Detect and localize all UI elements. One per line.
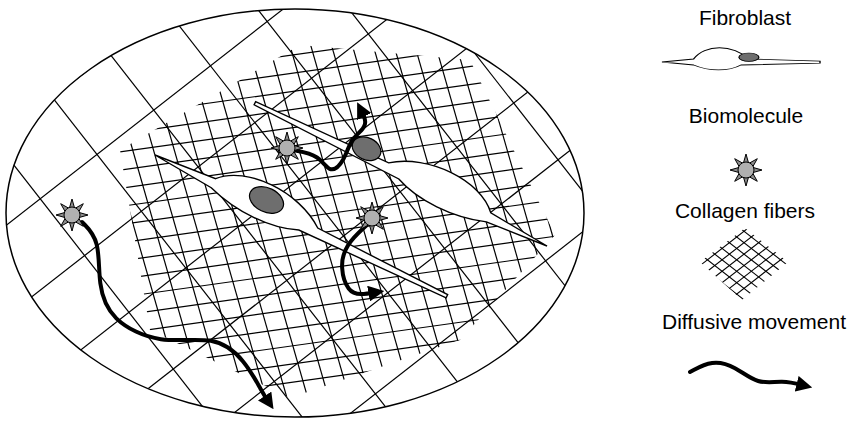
biomolecule-spikes	[56, 199, 88, 231]
collagen-fiber	[674, 222, 800, 321]
legend-label: Biomolecule	[689, 104, 803, 127]
biomolecule	[56, 199, 88, 231]
collagen-fiber	[0, 281, 753, 392]
collagen-fiber	[0, 192, 740, 303]
collagen-dense	[0, 0, 770, 425]
biomolecule	[730, 154, 762, 186]
biomolecule-core	[364, 210, 380, 226]
collagen-fiber	[652, 251, 778, 350]
biomolecule-spikes	[271, 132, 303, 164]
collagen-fiber	[0, 0, 707, 72]
fibroblast-body	[249, 82, 557, 258]
collagen-fiber	[0, 0, 700, 18]
tissue-outline	[6, 9, 584, 417]
collagen-fiber	[0, 228, 745, 339]
collagen-fiber	[0, 0, 404, 425]
biomolecule	[356, 202, 388, 234]
collagen-fiber	[0, 0, 200, 425]
collagen-fiber	[0, 121, 730, 232]
collagen-fiber	[280, 0, 850, 425]
biomolecule-core	[64, 207, 80, 223]
collagen-fiber	[0, 174, 737, 285]
collagen-fiber	[0, 0, 181, 425]
collagen-fiber	[0, 0, 575, 425]
collagen-fiber	[0, 406, 770, 425]
collagen-fiber	[0, 263, 750, 374]
biomolecule-core	[279, 140, 295, 156]
collagen-fiber	[0, 0, 220, 425]
collagen-fiber	[0, 0, 705, 54]
collagen-fiber	[0, 0, 688, 425]
diffusion-arrow	[690, 363, 806, 386]
collagen-fiber	[0, 14, 715, 125]
fibroblast-body	[149, 134, 457, 308]
collagen-fiber	[682, 215, 808, 314]
legend-label: Collagen fibers	[675, 199, 815, 222]
fibroblast-body	[662, 48, 820, 70]
collagen-fiber	[0, 0, 162, 425]
collagen-fiber	[0, 85, 725, 196]
collagen-fiber	[110, 0, 850, 425]
collagen-fiber	[0, 0, 702, 36]
collagen-fiber	[37, 0, 258, 425]
collagen-fiber	[337, 0, 850, 395]
collagen-fiber	[0, 32, 717, 143]
diffusion-arrow	[342, 224, 378, 294]
collagen-fiber	[18, 0, 239, 425]
collagen-fiber	[0, 0, 655, 398]
nucleus	[245, 181, 288, 218]
legend-label: Fibroblast	[699, 6, 791, 29]
collagen-fiber	[0, 67, 722, 178]
collagen-fiber	[0, 0, 745, 425]
collagen-fiber	[0, 103, 727, 214]
diffusion-arrow	[292, 108, 365, 169]
collagen-fiber	[403, 0, 624, 425]
biomolecule-spikes	[356, 202, 388, 234]
biomolecule-core	[738, 162, 754, 178]
biomolecule-spikes	[730, 154, 762, 186]
collagen-fiber	[0, 370, 765, 425]
fibroblast	[149, 134, 457, 308]
fibroblast	[249, 82, 557, 258]
collagen-fiber	[0, 0, 461, 425]
collagen-icon	[638, 159, 850, 364]
collagen-fiber	[0, 0, 712, 107]
legend-label: Diffusive movement	[662, 310, 846, 333]
collagen-fiber	[646, 258, 772, 357]
diffusion-arrow	[82, 222, 270, 404]
collagen-fiber	[0, 156, 735, 267]
nucleus	[739, 53, 759, 61]
collagen-fiber	[715, 258, 841, 357]
collagen-fiber	[53, 0, 850, 425]
biomolecule	[271, 132, 303, 164]
collagen-fiber	[0, 335, 760, 425]
fibroblast	[662, 48, 820, 70]
collagen-fiber	[0, 0, 743, 425]
collagen-fiber	[480, 0, 701, 425]
collagen-fiber	[0, 0, 566, 285]
